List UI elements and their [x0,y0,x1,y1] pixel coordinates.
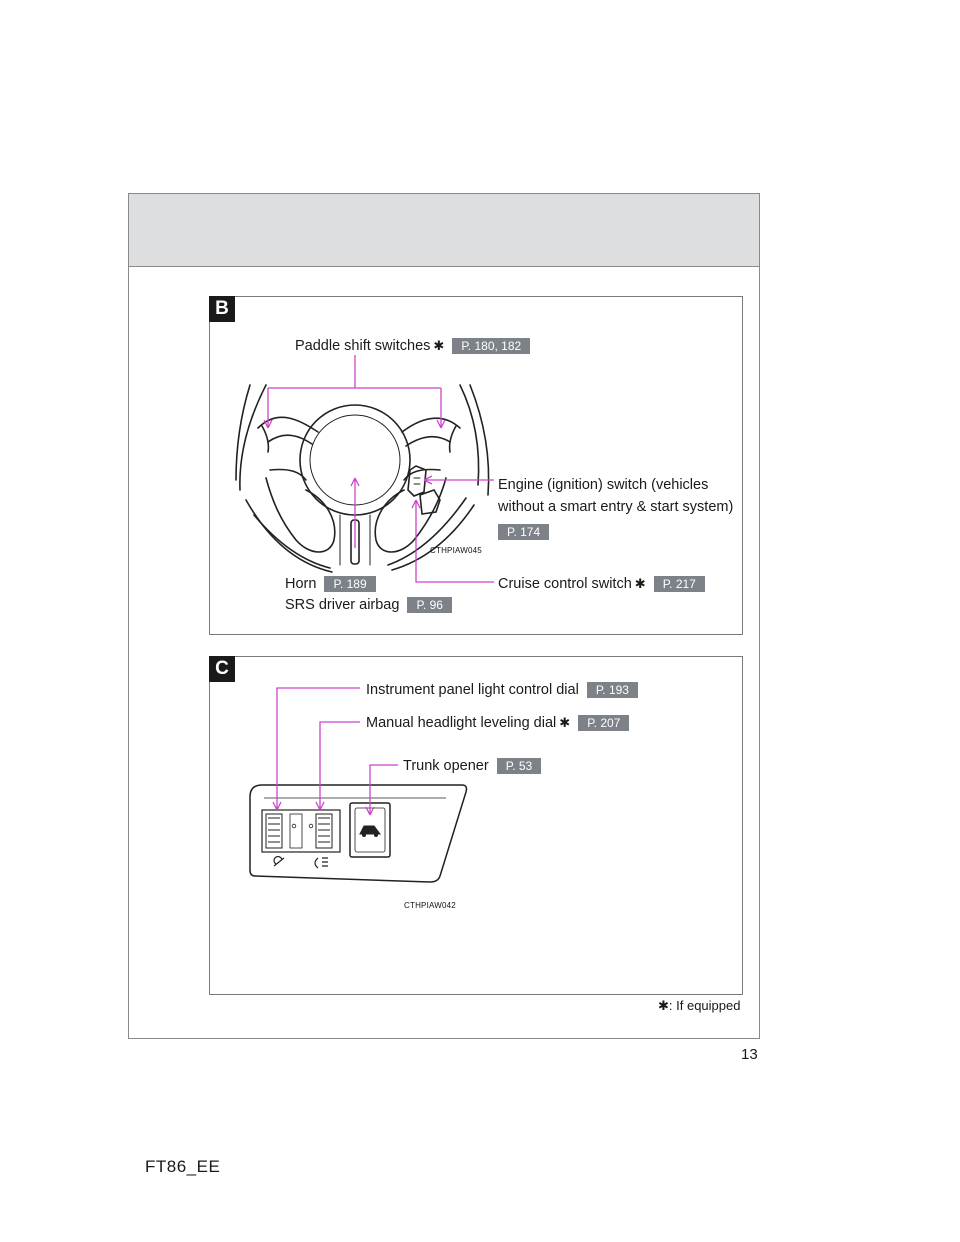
legend-text: : If equipped [668,998,741,1013]
engine-switch-line1: Engine (ignition) switch (vehicles [498,477,709,493]
instrument-dial-text: Instrument panel light control dial [366,682,579,698]
equipped-star: ✱ [559,715,571,730]
horn-page-ref[interactable]: P. 189 [324,576,376,593]
horn-text: Horn [285,576,317,592]
airbag-text: SRS driver airbag [285,597,400,613]
page-number: 13 [741,1046,758,1063]
engine-switch-page-ref[interactable]: P. 174 [498,524,550,541]
leveling-dial-text: Manual headlight leveling dial [366,715,557,731]
cruise-control-label: Cruise control switch✱ P. 217 [498,575,705,593]
header-band [129,194,759,267]
leveling-dial-label: Manual headlight leveling dial✱ P. 207 [366,714,630,732]
instrument-dial-page-ref[interactable]: P. 193 [586,682,638,699]
paddle-shift-page-ref[interactable]: P. 180, 182 [452,338,531,355]
footer-code: FT86_EE [145,1157,221,1176]
equipped-star: ✱ [634,576,646,591]
instrument-dial-label: Instrument panel light control dial P. 1… [366,681,638,699]
engine-switch-label: Engine (ignition) switch (vehicles witho… [498,474,733,543]
trunk-opener-page-ref[interactable]: P. 53 [496,758,542,775]
section-c-badge: C [209,656,235,682]
airbag-page-ref[interactable]: P. 96 [407,597,452,614]
airbag-label: SRS driver airbag P. 96 [285,596,452,614]
equipped-star: ✱ [433,338,445,353]
section-b-badge: B [209,296,235,322]
paddle-shift-text: Paddle shift switches [295,338,431,354]
trunk-opener-label: Trunk opener P. 53 [403,757,542,775]
image-code-c: CTHPIAW042 [404,901,456,910]
horn-label: Horn P. 189 [285,575,376,593]
cruise-control-page-ref[interactable]: P. 217 [653,576,705,593]
trunk-opener-text: Trunk opener [403,758,489,774]
page-frame [128,193,760,1039]
engine-switch-line2: without a smart entry & start system) [498,499,734,515]
section-c: C [209,656,743,995]
legend-star: ✱ [658,998,669,1013]
leveling-dial-page-ref[interactable]: P. 207 [578,715,630,732]
legend: ✱: If equipped [658,998,740,1014]
paddle-shift-label: Paddle shift switches✱ P. 180, 182 [295,337,531,355]
cruise-control-text: Cruise control switch [498,576,632,592]
image-code-b: CTHPIAW045 [430,546,482,555]
